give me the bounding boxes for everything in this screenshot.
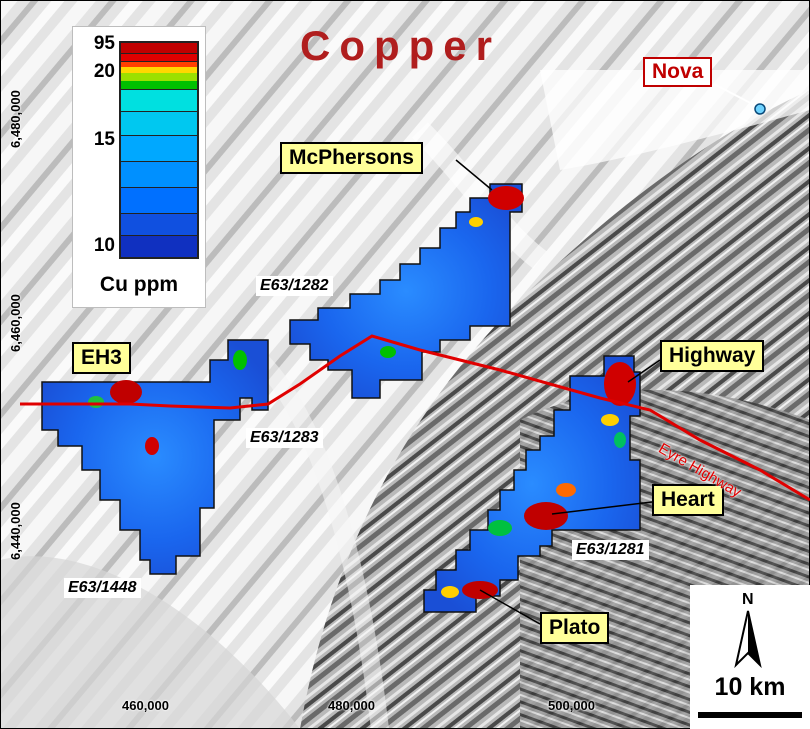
tenement-polygons <box>41 183 641 613</box>
tenement-label-e63-1281: E63/1281 <box>572 540 649 560</box>
northing-label-6440000: 6,440,000 <box>8 502 23 560</box>
legend-units: Cu ppm <box>99 273 179 296</box>
legend-tick-10: 10 <box>93 235 115 256</box>
legend: 95 20 15 10 Cu ppm <box>72 26 206 308</box>
map-title: Copper <box>300 22 501 69</box>
northing-label-6480000: 6,480,000 <box>8 90 23 148</box>
north-arrow-icon <box>734 610 762 669</box>
easting-label-480000: 480,000 <box>328 698 375 713</box>
legend-tick-15: 15 <box>93 129 115 150</box>
tenement-label-e63-1282: E63/1282 <box>256 276 333 296</box>
callout-mcphersons: McPhersons <box>280 142 423 174</box>
north-arrow-scale-box: N 10 km <box>690 585 810 729</box>
tenement-label-e63-1283: E63/1283 <box>246 428 323 448</box>
northing-label-6460000: 6,460,000 <box>8 294 23 352</box>
nova-marker <box>754 103 766 115</box>
callout-heart: Heart <box>652 484 724 516</box>
nova-label: Nova <box>643 57 713 87</box>
north-label: N <box>742 591 754 608</box>
easting-label-460000: 460,000 <box>122 698 169 713</box>
scale-bar-label: 10 km <box>714 673 786 701</box>
legend-tick-20: 20 <box>93 61 115 82</box>
easting-label-500000: 500,000 <box>548 698 595 713</box>
scale-bar <box>698 712 802 718</box>
tenement-label-e63-1448: E63/1448 <box>64 578 141 598</box>
legend-color-ramp <box>119 41 199 259</box>
callout-plato: Plato <box>540 612 610 644</box>
callout-eh3: EH3 <box>72 342 131 374</box>
callout-highway: Highway <box>660 340 765 372</box>
eyre-highway-line <box>20 334 810 502</box>
legend-tick-95: 95 <box>93 33 115 54</box>
